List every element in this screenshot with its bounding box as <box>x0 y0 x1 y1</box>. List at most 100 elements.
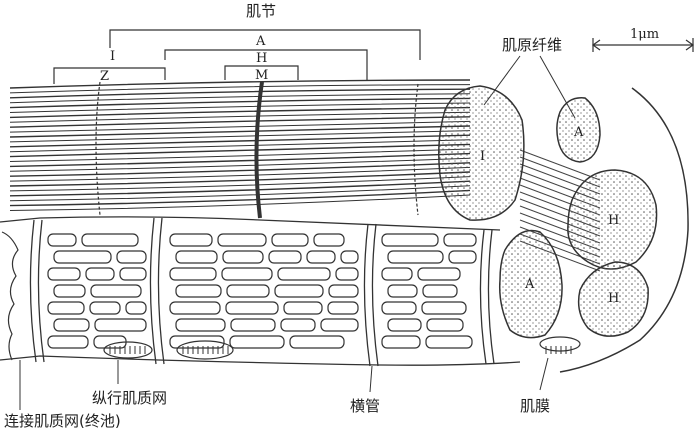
sr-tubule <box>320 318 359 332</box>
myofibril-label: 肌原纤维 <box>502 36 562 54</box>
m-line <box>254 81 264 219</box>
filament-line <box>9 176 471 192</box>
sr-tubule <box>53 250 112 264</box>
sarcolemma-label: 肌膜 <box>520 397 550 415</box>
t-tubule-label: 横管 <box>350 397 380 415</box>
sr-tubule <box>381 335 421 349</box>
section-h-top <box>567 169 658 270</box>
filament-line <box>9 88 471 99</box>
sr-tubule <box>90 284 142 298</box>
section-a-top-label: A <box>573 125 584 140</box>
sr-tubule <box>175 318 226 332</box>
sr-tubule <box>81 233 139 247</box>
sr-tubule <box>425 335 473 349</box>
sr-network <box>47 233 477 349</box>
filament-line <box>9 79 471 89</box>
line-m-label: M <box>255 68 268 83</box>
sr-tubule <box>387 250 444 264</box>
sr-tubule <box>47 233 77 247</box>
sr-tubule <box>387 318 422 332</box>
sr-tubule <box>175 250 218 264</box>
section-h-top-label: H <box>608 213 619 228</box>
filament-line <box>9 130 471 143</box>
sr-tubule <box>289 335 345 349</box>
sarcolemma-curve <box>559 87 689 373</box>
filament-line <box>9 180 471 197</box>
line-z-label: Z <box>100 69 109 84</box>
sr-tubule <box>381 233 439 247</box>
sr-tubule <box>47 301 85 315</box>
filament-line <box>9 139 471 153</box>
terminal-cisternae-label: 连接肌质网(终池) <box>4 412 121 430</box>
sr-tubule <box>47 267 81 281</box>
sr-tubule <box>230 318 276 332</box>
filament-line <box>9 116 471 128</box>
sr-tubule <box>169 301 221 315</box>
sr-tubule <box>426 318 464 332</box>
sr-tubule <box>335 267 359 281</box>
filament-line <box>9 162 471 177</box>
section-a-mid-label: A <box>524 277 535 292</box>
filament-line <box>9 157 471 172</box>
filament-line <box>9 189 471 207</box>
sr-tubule <box>387 284 418 298</box>
sr-tubule <box>175 284 222 298</box>
sr-tubule <box>119 267 147 281</box>
filament-line <box>9 120 471 133</box>
sr-tubule <box>85 267 115 281</box>
sr-tubule <box>340 250 359 264</box>
sr-tubule <box>116 250 147 264</box>
sr-tubule <box>229 335 285 349</box>
filament-line <box>519 149 601 181</box>
sr-tubule <box>125 301 147 315</box>
sr-tubule <box>225 301 279 315</box>
filament-line <box>9 106 471 119</box>
sarcoplasmic-reticulum <box>0 216 521 367</box>
mitochondria-cristae <box>109 346 572 354</box>
sr-tubule <box>53 284 86 298</box>
sr-tubule <box>89 301 121 315</box>
sr-tubule <box>53 318 90 332</box>
section-a-mid <box>498 229 563 339</box>
filament-line <box>9 84 471 94</box>
sr-tubule <box>268 250 302 264</box>
mitochondria <box>103 336 581 360</box>
sarcomere-label: 肌节 <box>246 2 276 20</box>
filament-line <box>9 148 471 162</box>
sr-tubule <box>328 284 359 298</box>
sr-tubule <box>381 267 413 281</box>
sr-tubule <box>448 250 477 264</box>
sr-tubule <box>283 301 323 315</box>
filament-line <box>9 171 471 187</box>
filament-line <box>9 194 471 211</box>
sr-tubule <box>47 335 89 349</box>
sr-tubule <box>422 284 458 298</box>
sr-tubule <box>327 301 359 315</box>
sr-tubule <box>277 267 331 281</box>
myofibril-filaments <box>9 79 601 272</box>
filament-line <box>9 111 471 123</box>
filament-line <box>9 185 471 202</box>
section-h-bottom-label: H <box>608 291 619 306</box>
filament-line <box>9 152 471 168</box>
z-lines <box>95 81 419 216</box>
sr-tubule <box>94 318 147 332</box>
scale-label: 1μm <box>630 27 659 42</box>
sr-tubule <box>169 335 225 349</box>
sr-tubule <box>169 233 213 247</box>
section-i <box>438 85 525 221</box>
sr-tubule <box>222 250 264 264</box>
sr-tubule <box>306 250 336 264</box>
filament-line <box>9 143 471 158</box>
longitudinal-sr-label: 纵行肌质网 <box>92 389 167 407</box>
sr-tubule <box>221 267 273 281</box>
filament-line <box>9 93 471 104</box>
label-leaders <box>19 357 549 410</box>
sr-tubule <box>169 267 217 281</box>
band-a-label: A <box>255 34 266 49</box>
sr-tubule <box>443 233 477 247</box>
filament-line <box>9 125 471 138</box>
sr-tubule <box>217 233 267 247</box>
